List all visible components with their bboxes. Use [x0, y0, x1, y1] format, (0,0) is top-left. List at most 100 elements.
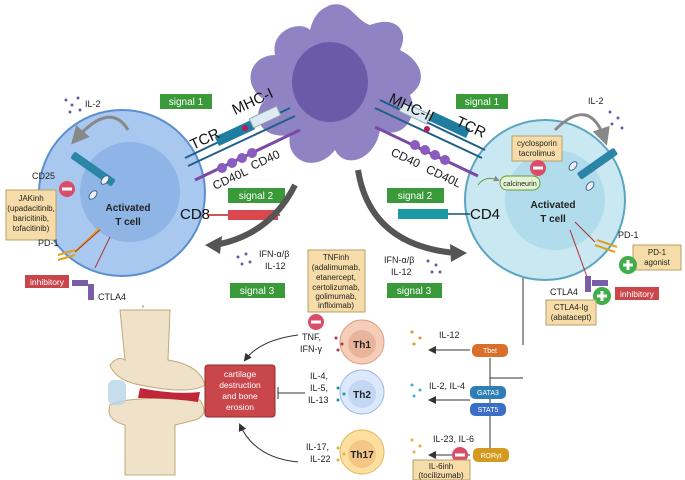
th1-label: Th1	[353, 340, 371, 351]
ctla4-receptor	[88, 284, 94, 300]
th2-output: IL-13	[308, 395, 329, 405]
cell-label: T cell	[115, 217, 141, 228]
drug-label: cyclosporin	[517, 139, 557, 148]
drug-label: CTLA4-Ig	[554, 303, 588, 312]
th1-output: TNF,	[302, 332, 321, 342]
signal-1-left: signal 1	[169, 97, 204, 108]
calcineurin-label: calcineurin	[503, 181, 537, 188]
stat5-label: STAT5	[478, 407, 499, 414]
cell-label: Activated	[530, 200, 575, 211]
drug-label: (upadacitinib,	[7, 204, 55, 213]
il-12-label: IL-12	[391, 267, 412, 277]
cd4-receptor	[398, 209, 448, 219]
th2-input: IL-2, IL-4	[429, 381, 465, 391]
ifn-label: IFN-α/β	[384, 255, 414, 265]
drug-label: infliximab)	[318, 301, 354, 310]
ctla4-ig-box	[545, 299, 597, 326]
calcineurin-node	[499, 175, 541, 191]
arrow-th1-to-outcome	[243, 334, 299, 362]
dendritic-cell	[250, 4, 421, 163]
th2-output: IL-4,	[310, 371, 328, 381]
signal-3-left: signal 3	[240, 286, 275, 297]
pd-1-agonist-box	[632, 244, 682, 271]
pd-1-receptor	[594, 239, 618, 253]
il-2-label: IL-2	[588, 96, 604, 106]
ctla4-label: CTLA4	[550, 287, 578, 297]
outcome-label: and bone	[222, 391, 258, 401]
signal-boxes: signal 1 signal 1 signal 2 signal 2 sign…	[160, 94, 508, 298]
signal-3-right: signal 3	[397, 286, 432, 297]
cell-label: T cell	[540, 214, 566, 225]
drug-label: baricitinib,	[13, 214, 49, 223]
outcome-label: erosion	[226, 402, 254, 412]
cd8-t-cell: Activated T cell	[38, 109, 206, 277]
drug-label: JAKinh	[18, 194, 43, 203]
gata3-label: GATA3	[477, 390, 499, 397]
drug-label: PD-1	[648, 248, 667, 257]
signal-2-right: signal 2	[398, 191, 433, 202]
ctla4-label: CTLA4	[98, 292, 126, 302]
drug-label: (abatacept)	[551, 313, 592, 322]
il-2-receptor	[577, 148, 618, 180]
drug-label: (tocilizumab)	[418, 471, 464, 480]
stat5-node	[470, 403, 506, 416]
left-synapse: TCR MHC-I CD40L CD40 CD8	[180, 85, 301, 223]
il-6-inhibitor-box	[412, 459, 471, 480]
roryt-node	[473, 448, 509, 462]
signal-1-right: signal 1	[465, 97, 500, 108]
th1-output: IFN-γ	[300, 344, 322, 354]
il-2-feedback-arrow	[71, 115, 130, 145]
cartilage-destruction-box	[204, 364, 276, 418]
th17-output: IL-22	[310, 454, 331, 464]
cd8-receptor	[228, 210, 278, 220]
roryt-label: RORγt	[481, 453, 502, 460]
drug-label: agonist	[644, 258, 671, 267]
tbet-node	[472, 344, 508, 357]
jak-inhibitor-box	[5, 189, 57, 241]
il-2-feedback-arrow	[553, 113, 610, 146]
drug-label: certolizumab,	[312, 283, 360, 292]
drug-label: tacrolimus	[519, 149, 555, 158]
inhibitory-badge: inhibitory	[620, 289, 655, 299]
drug-label: etanercept,	[316, 273, 356, 282]
joint-illustration	[108, 305, 206, 476]
tbet-label: Tbet	[483, 348, 497, 355]
il-12-label: IL-12	[265, 261, 286, 271]
th17-label: Th17	[350, 450, 374, 461]
cd4-t-cell: Activated T cell	[464, 119, 626, 281]
th2-label: Th2	[353, 390, 371, 401]
il-2-label: IL-2	[85, 99, 101, 109]
outcome-label: cartilage	[224, 369, 256, 379]
arrow-to-cd8	[214, 183, 298, 248]
tnf-inhibitor-box	[307, 249, 366, 313]
pd-1-label: PD-1	[618, 230, 639, 240]
cd4-label: CD4	[470, 206, 500, 223]
cd25-label: CD25	[32, 171, 55, 181]
arrow-to-cd4	[355, 169, 456, 256]
cell-label: Activated	[105, 203, 150, 214]
th2-output: IL-5,	[310, 383, 328, 393]
th17-cell: Th17	[339, 429, 385, 475]
signal-2-left: signal 2	[239, 191, 274, 202]
gata3-node	[470, 386, 506, 399]
inhibitory-badge: inhibitory	[30, 277, 65, 287]
th1-cell: Th1	[339, 319, 385, 365]
outcome-label: destruction	[219, 380, 261, 390]
drug-label: IL-6inh	[429, 462, 453, 471]
th17-input: IL-23, IL-6	[433, 434, 474, 444]
drug-label: golimumab,	[315, 292, 356, 301]
ctla4-receptor	[585, 276, 591, 292]
drug-label: tofacitinib)	[13, 224, 50, 233]
cd8-label: CD8	[180, 206, 210, 223]
drug-label: (adalimumab,	[312, 263, 360, 272]
arrow-th17-to-outcome	[238, 423, 299, 463]
calcineurin-inhibitor-box	[511, 135, 563, 162]
dendritic-nucleus	[292, 42, 368, 122]
drug-label: TNFinh	[323, 253, 349, 262]
th2-cell: Th2	[339, 369, 385, 415]
pd-1-label: PD-1	[38, 238, 59, 248]
ifn-label: IFN-α/β	[259, 249, 289, 259]
th17-output: IL-17,	[306, 442, 329, 452]
